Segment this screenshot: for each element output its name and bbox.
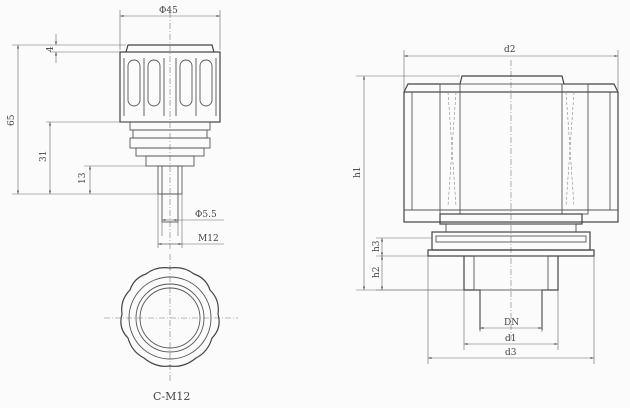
- dim-d3: d3: [505, 348, 517, 358]
- inner-ring-3: [139, 287, 201, 349]
- housing-body: [403, 91, 619, 223]
- caption-c-m12: C-M12: [153, 390, 190, 403]
- housing-top: [403, 75, 619, 93]
- dim-phi55: Φ5.5: [195, 210, 217, 220]
- dim-65: 65: [7, 114, 17, 126]
- filter-element: [439, 83, 589, 215]
- cap-top: [125, 44, 215, 53]
- left-top-view: C-M12: [104, 254, 238, 403]
- mounting-flange-inner: [435, 235, 587, 243]
- dim-m12: M12: [198, 234, 219, 244]
- dim-13: 13: [78, 172, 88, 184]
- stem-tip: [161, 193, 179, 223]
- inner-ring: [128, 276, 212, 360]
- dim-phi45: Φ45: [159, 6, 178, 16]
- dim-31: 31: [39, 151, 49, 162]
- dim-dn: DN: [504, 318, 519, 328]
- outlet-body: [473, 255, 549, 291]
- dim-d2: d2: [504, 45, 516, 55]
- dim-h3: h3: [372, 240, 382, 252]
- dim-h2: h2: [372, 266, 382, 278]
- knurled-outline: [120, 267, 220, 367]
- cap-slots: [123, 58, 217, 116]
- left-side-view: Φ45 4 65 31 13 Φ5.5 M12: [7, 6, 224, 250]
- filter-pleats: [447, 84, 575, 214]
- dim-4: 4: [46, 46, 56, 52]
- right-section-view: d2 h1 h3 h2 DN d1 d3: [353, 45, 619, 364]
- dim-d1: d1: [505, 334, 517, 344]
- inner-ring-2: [135, 283, 205, 353]
- dim-h1: h1: [353, 166, 363, 178]
